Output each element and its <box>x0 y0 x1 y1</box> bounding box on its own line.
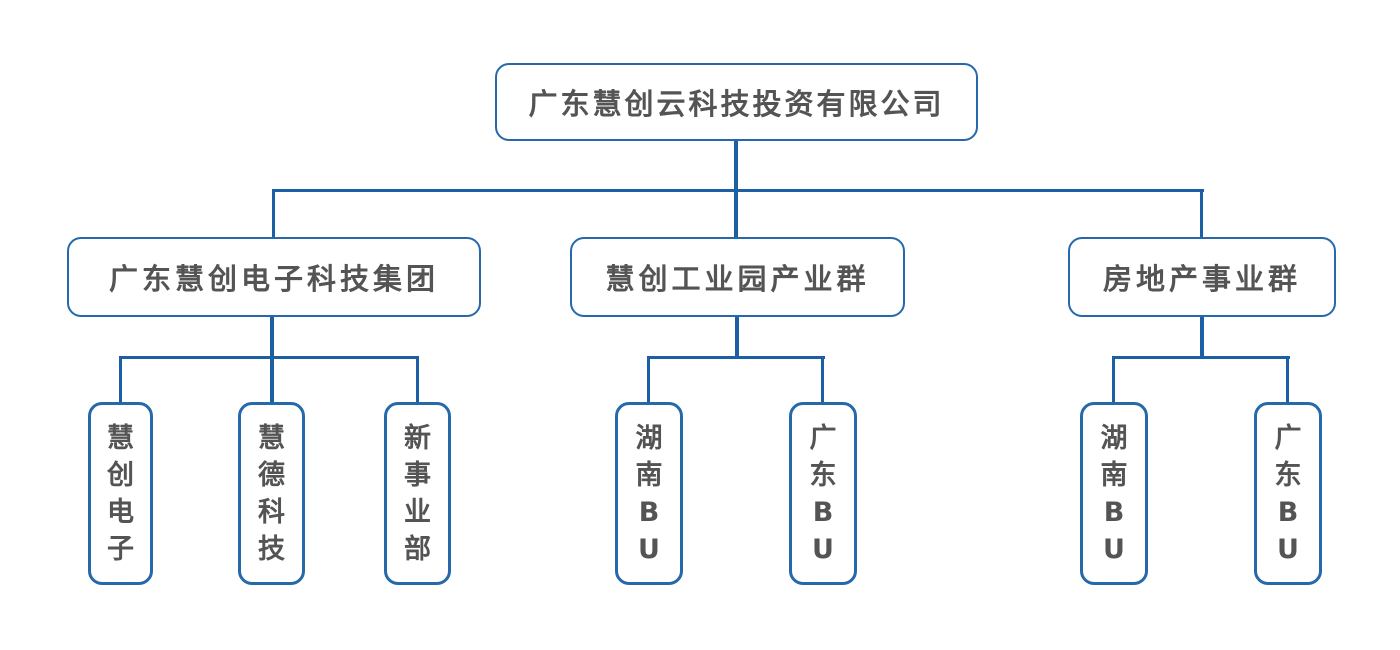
connector-group2-drop-child2 <box>821 356 824 402</box>
node-group-1: 广东慧创电子科技集团 <box>67 237 481 317</box>
connector-group1-horizontal <box>119 356 419 359</box>
connector-level1-horizontal <box>272 189 1204 192</box>
connector-group1-drop-child1 <box>119 356 122 402</box>
node-group-2: 慧创工业园产业群 <box>570 237 905 317</box>
node-group-3-label: 房地产事业群 <box>1102 262 1301 296</box>
node-root: 广东慧创云科技投资有限公司 <box>495 63 978 141</box>
node-child-1-3: 新事业部 <box>384 402 451 585</box>
connector-group3-horizontal <box>1112 356 1290 359</box>
node-group-3: 房地产事业群 <box>1068 237 1336 317</box>
node-root-label: 广东慧创云科技投资有限公司 <box>528 87 945 121</box>
node-child-1-1-label: 慧创电子 <box>107 422 134 565</box>
connector-group2-drop-child1 <box>647 356 650 402</box>
connector-level1-drop-group1 <box>272 189 275 237</box>
node-group-2-label: 慧创工业园产业群 <box>605 262 870 296</box>
node-child-1-2-label: 慧德科技 <box>258 422 285 565</box>
connector-group2-vertical <box>735 317 739 358</box>
connector-group3-drop-child1 <box>1112 356 1115 402</box>
connector-level1-drop-group3 <box>1200 189 1203 237</box>
node-child-1-3-label: 新事业部 <box>404 422 431 565</box>
connector-group1-drop-child3 <box>416 356 419 402</box>
node-group-1-label: 广东慧创电子科技集团 <box>108 262 439 296</box>
connector-group3-vertical <box>1200 317 1204 358</box>
node-child-1-2: 慧德科技 <box>238 402 305 585</box>
connector-group1-vertical <box>270 317 274 402</box>
connector-group2-horizontal <box>647 356 825 359</box>
connector-group3-drop-child2 <box>1286 356 1289 402</box>
node-child-1-1: 慧创电子 <box>88 402 153 585</box>
